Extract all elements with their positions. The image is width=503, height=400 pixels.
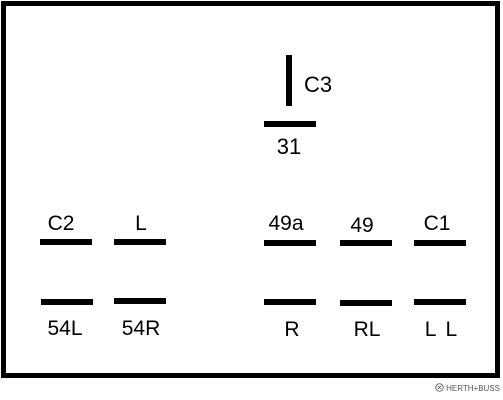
pin-label-l: L xyxy=(135,212,147,235)
pin-label-54l: 54L xyxy=(47,317,83,340)
pin-label-ll: L L xyxy=(424,318,460,341)
pin-l-terminal xyxy=(114,239,166,245)
pin-label-49: 49 xyxy=(350,214,374,237)
herth-buss-watermark: HERTH+BUSS xyxy=(435,383,500,393)
watermark-text: HERTH+BUSS xyxy=(446,384,500,393)
pin-ll-terminal xyxy=(414,299,466,305)
pin-49a-terminal xyxy=(264,240,316,246)
relay-diagram-frame xyxy=(1,1,500,378)
pin-label-r: R xyxy=(284,318,300,341)
herth-buss-logo-icon xyxy=(435,383,444,392)
pin-r-terminal xyxy=(264,299,316,305)
pin-label-rl: RL xyxy=(353,318,381,341)
pin-31-terminal xyxy=(264,121,316,127)
pin-c2-terminal xyxy=(40,239,92,245)
pin-label-31: 31 xyxy=(276,134,302,159)
pin-54r-terminal xyxy=(114,298,166,304)
pin-label-c2: C2 xyxy=(47,212,75,235)
pin-49-terminal xyxy=(340,240,392,246)
pin-label-49a: 49a xyxy=(268,212,304,235)
pin-label-54r: 54R xyxy=(121,317,161,340)
pin-c3-terminal xyxy=(286,55,292,106)
pin-c1-terminal xyxy=(414,240,466,246)
pin-54l-terminal xyxy=(41,299,93,305)
pin-rl-terminal xyxy=(340,300,392,306)
pin-label-c1: C1 xyxy=(423,212,451,235)
pin-label-c3: C3 xyxy=(303,72,333,97)
